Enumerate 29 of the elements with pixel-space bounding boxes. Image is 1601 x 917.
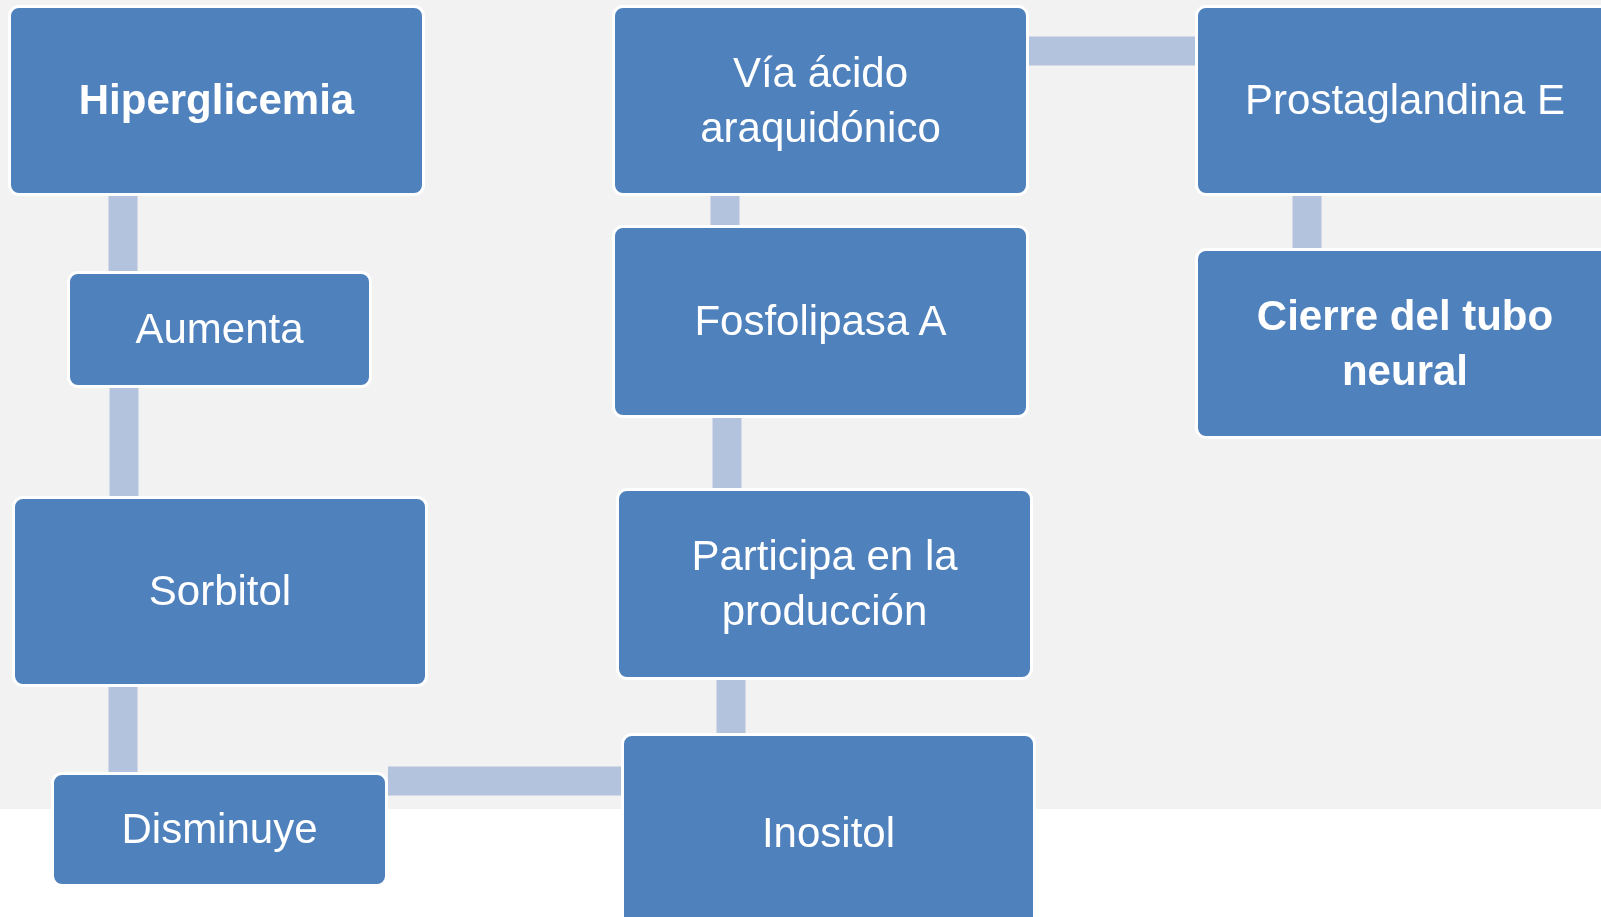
process-box — [616, 488, 1033, 680]
node-label: Vía ácido araquidónico — [699, 47, 942, 153]
node-label: Prostaglandina E — [1245, 75, 1565, 126]
node-label: Cierre del tubo neural — [1255, 290, 1555, 396]
connector-line — [716, 680, 746, 733]
process-box — [12, 496, 428, 687]
process-box — [1195, 5, 1601, 196]
connector-line — [710, 196, 740, 225]
connector-line — [109, 388, 139, 496]
node-label: Sorbitol — [148, 566, 292, 617]
node-label: Aumenta — [135, 304, 304, 355]
process-box — [612, 225, 1029, 418]
process-box — [51, 772, 388, 887]
connector-line — [1292, 196, 1322, 248]
connector-line — [108, 687, 138, 772]
connector-line — [108, 196, 138, 271]
connector-line — [712, 418, 742, 488]
process-box — [67, 271, 372, 388]
node-label: Disminuye — [121, 804, 318, 855]
node-label: Inositol — [761, 807, 896, 858]
process-box — [1195, 248, 1601, 439]
node-label: Fosfolipasa A — [694, 296, 947, 347]
process-box — [8, 5, 425, 196]
process-box — [621, 733, 1036, 917]
node-label: Participa en la producción — [690, 531, 959, 636]
connector-line — [1029, 36, 1195, 66]
process-box — [612, 5, 1029, 196]
node-label: Hiperglicemia — [78, 75, 355, 126]
connector-line — [388, 766, 621, 796]
